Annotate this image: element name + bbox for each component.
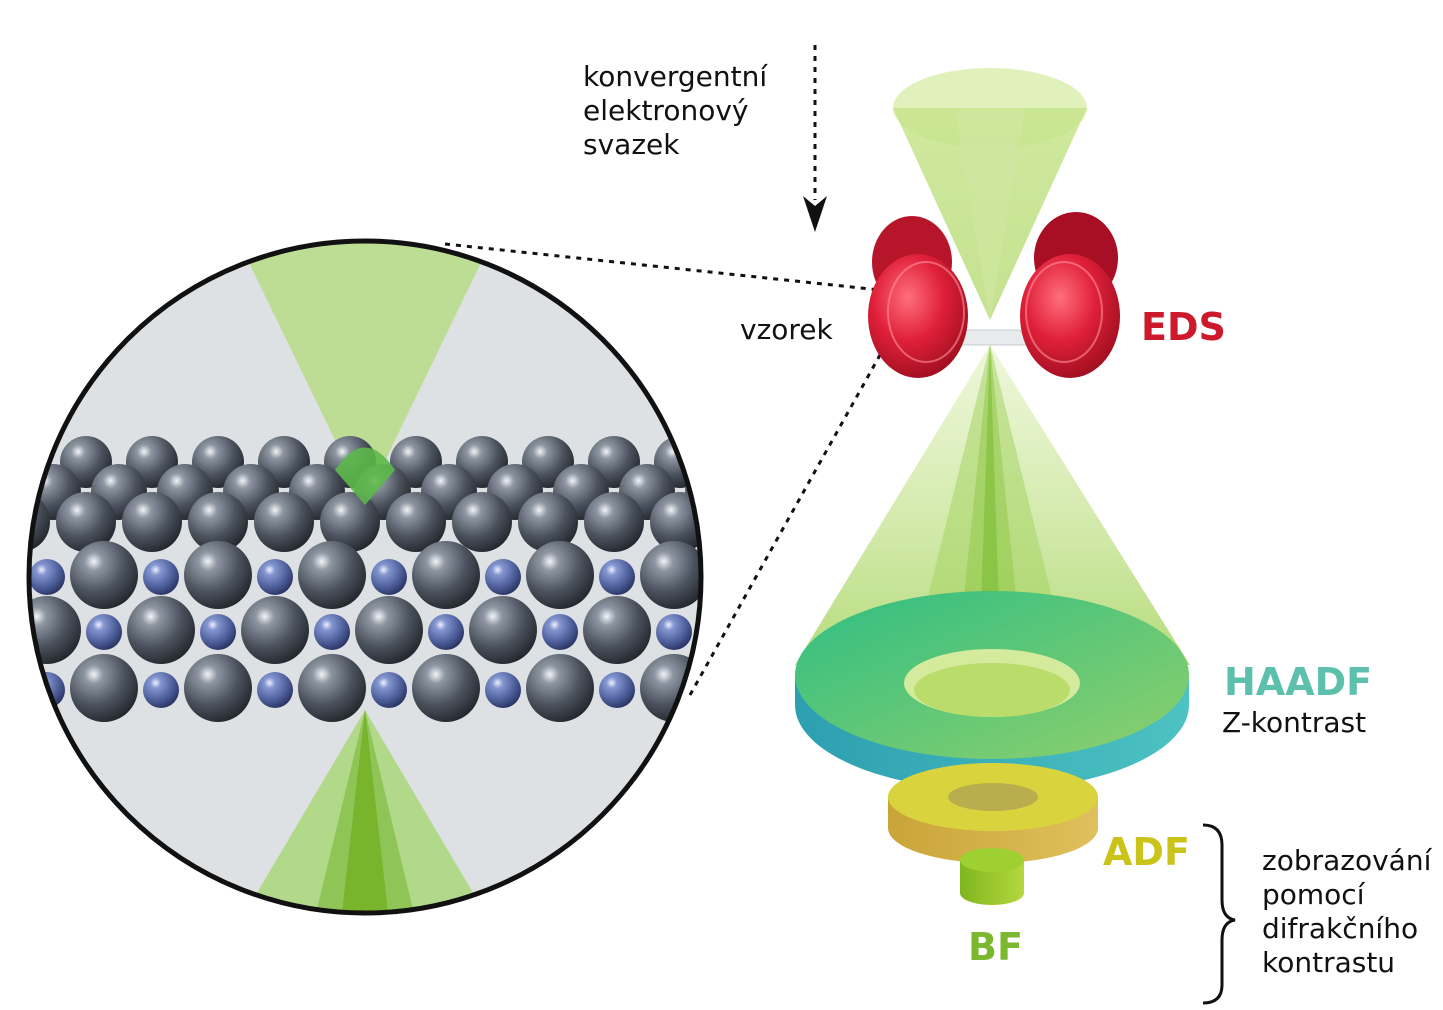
atom-large (412, 654, 480, 722)
outgoing-beam-cone (235, 710, 495, 913)
haadf-detector (795, 591, 1189, 790)
incoming-beam-cone (238, 241, 492, 502)
atom-small (29, 559, 65, 595)
beam-label-line-1: konvergentní (583, 60, 768, 93)
atom-small (143, 672, 179, 708)
atom-large (320, 492, 380, 552)
atom-small (542, 614, 578, 650)
bf-detector (960, 848, 1024, 905)
atom-small (599, 672, 635, 708)
diffraction-label: zobrazování pomocí difrakčního kontrastu (1262, 844, 1431, 980)
eds-label: EDS (1141, 305, 1226, 349)
curly-brace-icon (1202, 823, 1236, 1005)
atom-large (127, 596, 195, 664)
atom-small (485, 559, 521, 595)
atom-large (70, 541, 138, 609)
atom-small (371, 672, 407, 708)
probe-tip (335, 447, 395, 505)
atom-small (314, 614, 350, 650)
atom-large (298, 654, 366, 722)
atom-large (469, 596, 537, 664)
atom-large (0, 541, 24, 609)
haadf-sublabel: Z-kontrast (1222, 706, 1367, 739)
atom-small (143, 559, 179, 595)
atom-large (0, 654, 24, 722)
atom-small (200, 614, 236, 650)
haadf-label: HAADF (1224, 660, 1373, 704)
atom-large (640, 541, 701, 609)
atom-large (29, 596, 81, 664)
atom-small (86, 614, 122, 650)
beam-label-line-2: elektronový (583, 94, 749, 127)
diffraction-label-line-1: zobrazování (1262, 844, 1432, 877)
atom-small (599, 559, 635, 595)
atom-small (257, 559, 293, 595)
atom-small (713, 672, 749, 708)
atom-small (0, 614, 8, 650)
atom-small (656, 614, 692, 650)
atom-large (29, 436, 46, 488)
atom-small (713, 559, 749, 595)
atom-small (485, 672, 521, 708)
beam-label: konvergentní elektronový svazek (583, 60, 767, 162)
atom-large (526, 654, 594, 722)
dotted-arrow-down-icon (803, 45, 827, 232)
atom-large (518, 492, 578, 552)
atom-large (184, 541, 252, 609)
atom-large (184, 654, 252, 722)
zoom-circle (0, 238, 749, 916)
atom-large (241, 596, 309, 664)
atom-large (355, 596, 423, 664)
atom-large (122, 492, 182, 552)
atom-large (56, 492, 116, 552)
atom-large (188, 492, 248, 552)
beam-label-line-3: svazek (583, 128, 680, 161)
bf-label: BF (968, 925, 1023, 969)
adf-detector (888, 763, 1098, 863)
atom-large (254, 492, 314, 552)
eds-detector-right (1020, 212, 1120, 378)
atom-small (371, 559, 407, 595)
incoming-cone (893, 68, 1087, 320)
eds-detector-left (868, 216, 968, 378)
atom-small (257, 672, 293, 708)
atom-large (697, 596, 701, 664)
atom-large (526, 541, 594, 609)
atom-large (583, 596, 651, 664)
atom-large (298, 541, 366, 609)
atom-large (386, 492, 446, 552)
atom-small (428, 614, 464, 650)
sample-label: vzorek (740, 313, 833, 346)
diffraction-label-line-2: pomocí (1262, 878, 1365, 911)
diffraction-label-line-3: difrakčního (1262, 912, 1419, 945)
adf-label: ADF (1103, 830, 1190, 874)
zoom-border (26, 238, 704, 916)
atom-large (70, 654, 138, 722)
zoom-line-top (444, 242, 881, 292)
diffraction-label-line-4: kontrastu (1262, 946, 1396, 979)
atom-large (412, 541, 480, 609)
atom-large (452, 492, 512, 552)
atom-large (584, 492, 644, 552)
